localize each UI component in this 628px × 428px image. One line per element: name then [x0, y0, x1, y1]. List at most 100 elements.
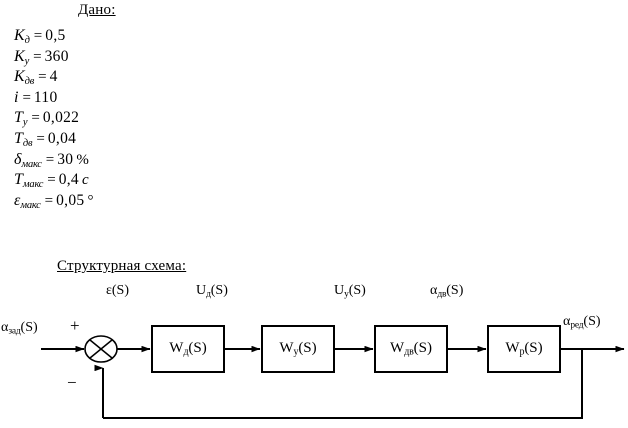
- given-row: δмакс=30%: [14, 150, 204, 171]
- given-values-list: Kд=0,5 Kу=360 Kдв=4 i=110 Tу=0,022 Tдв=0…: [14, 26, 204, 211]
- given-value: 0,5: [45, 27, 66, 44]
- signal-label-ud: Uд(S): [196, 283, 228, 300]
- block-rect-4: [487, 325, 561, 373]
- signal-tail: (S): [210, 283, 228, 298]
- block-label-wdv: Wдв(S): [375, 340, 447, 358]
- block-tail: (S): [413, 340, 432, 356]
- output-label-alpha-red: αред(S): [563, 314, 601, 331]
- signal-label-alpha-dv: αдв(S): [430, 283, 463, 300]
- diagram-blocks: [151, 325, 561, 373]
- given-unit: [58, 69, 61, 85]
- given-subscript: у: [24, 55, 30, 67]
- block-base: W: [505, 340, 520, 356]
- input-tail: (S): [20, 320, 38, 335]
- equals-sign: =: [38, 69, 47, 86]
- given-unit: [66, 28, 69, 44]
- signal-tail: (S): [446, 283, 464, 298]
- given-symbol: δ: [14, 150, 22, 168]
- diagram-wires: [41, 345, 625, 419]
- block-tail: (S): [188, 340, 207, 356]
- given-subscript: макс: [21, 158, 42, 170]
- output-tail: (S): [583, 314, 601, 329]
- summing-plus-sign: +: [70, 316, 80, 335]
- equals-sign: =: [45, 151, 55, 168]
- given-row: Kдв=4: [14, 67, 204, 88]
- given-unit: [69, 49, 72, 65]
- signal-base: U: [334, 283, 345, 298]
- equals-sign: =: [22, 89, 31, 106]
- signal-sub: дв: [437, 289, 447, 300]
- signal-base: ε: [106, 283, 112, 298]
- given-value: 30: [57, 150, 74, 168]
- block-label-wp: Wр(S): [488, 340, 560, 358]
- summing-minus-sign: −: [67, 373, 77, 392]
- input-base: α: [1, 320, 9, 335]
- given-value: 0,05: [56, 191, 85, 209]
- given-row: Tдв=0,04: [14, 129, 204, 150]
- summing-junction-cross-b: [89, 339, 113, 359]
- equals-sign: =: [36, 130, 45, 147]
- output-base: α: [563, 314, 571, 329]
- signal-label-epsilon: ε(S): [106, 283, 129, 300]
- given-unit: [58, 90, 61, 106]
- block-sub: р: [519, 346, 525, 358]
- block-tail: (S): [524, 340, 543, 356]
- given-subscript: макс: [22, 179, 44, 191]
- signal-sub: д: [206, 289, 211, 300]
- output-sub: ред: [570, 320, 584, 331]
- given-unit: [79, 110, 82, 126]
- equals-sign: =: [47, 172, 56, 189]
- given-symbol: K: [14, 47, 25, 65]
- block-sub: у: [293, 346, 299, 358]
- block-rect-1: [151, 325, 225, 373]
- given-value: 0,04: [47, 129, 77, 147]
- input-label-alpha-zad: αзад(S): [1, 320, 38, 337]
- given-symbol: K: [14, 27, 25, 44]
- given-unit: %: [76, 151, 89, 168]
- given-row: Kд=0,5: [14, 26, 204, 47]
- given-unit: c: [81, 172, 89, 189]
- block-sub: д: [183, 346, 189, 358]
- given-row: Tу=0,022: [14, 108, 204, 129]
- block-base: W: [390, 340, 405, 356]
- signal-tail: (S): [111, 283, 130, 298]
- given-subscript: дв: [22, 137, 33, 149]
- block-label-wy: Wу(S): [262, 340, 334, 358]
- signal-label-uy: Uу(S): [334, 283, 366, 300]
- signal-sub: у: [344, 289, 349, 300]
- given-subscript: у: [22, 117, 28, 129]
- block-label-wd: Wд(S): [152, 340, 224, 358]
- given-subscript: дв: [24, 76, 35, 88]
- signal-base: U: [196, 283, 207, 298]
- signal-base: α: [430, 283, 438, 298]
- given-value: 360: [44, 47, 69, 65]
- diagram-lines-svg: [41, 325, 625, 419]
- block-rect-2: [261, 325, 335, 373]
- equals-sign: =: [44, 192, 54, 209]
- given-symbol: T: [14, 109, 23, 127]
- given-subscript: макс: [20, 199, 41, 211]
- given-value: 0,4: [58, 171, 79, 189]
- equals-sign: =: [33, 48, 42, 65]
- given-value: 110: [33, 88, 58, 106]
- given-row: Kу=360: [14, 47, 204, 68]
- given-row: i=110: [14, 88, 204, 109]
- given-value: 0,022: [42, 109, 80, 127]
- input-sub: зад: [8, 326, 21, 337]
- given-symbol: K: [14, 68, 25, 86]
- given-symbol: ε: [14, 191, 21, 209]
- given-subscript: д: [24, 35, 30, 46]
- signal-tail: (S): [348, 283, 366, 298]
- block-sub: дв: [404, 346, 414, 358]
- scheme-heading: Структурная схема:: [57, 258, 187, 274]
- equals-sign: =: [33, 28, 43, 44]
- block-diagram: ε(S) Uд(S) Uу(S) αдв(S) αзад(S) αред(S) …: [0, 282, 628, 428]
- given-symbol: T: [14, 129, 23, 147]
- given-heading: Дано:: [78, 2, 116, 18]
- given-unit: °: [87, 192, 94, 209]
- given-unit: [76, 131, 79, 147]
- summing-junction: [84, 335, 118, 363]
- given-symbol: i: [14, 88, 19, 106]
